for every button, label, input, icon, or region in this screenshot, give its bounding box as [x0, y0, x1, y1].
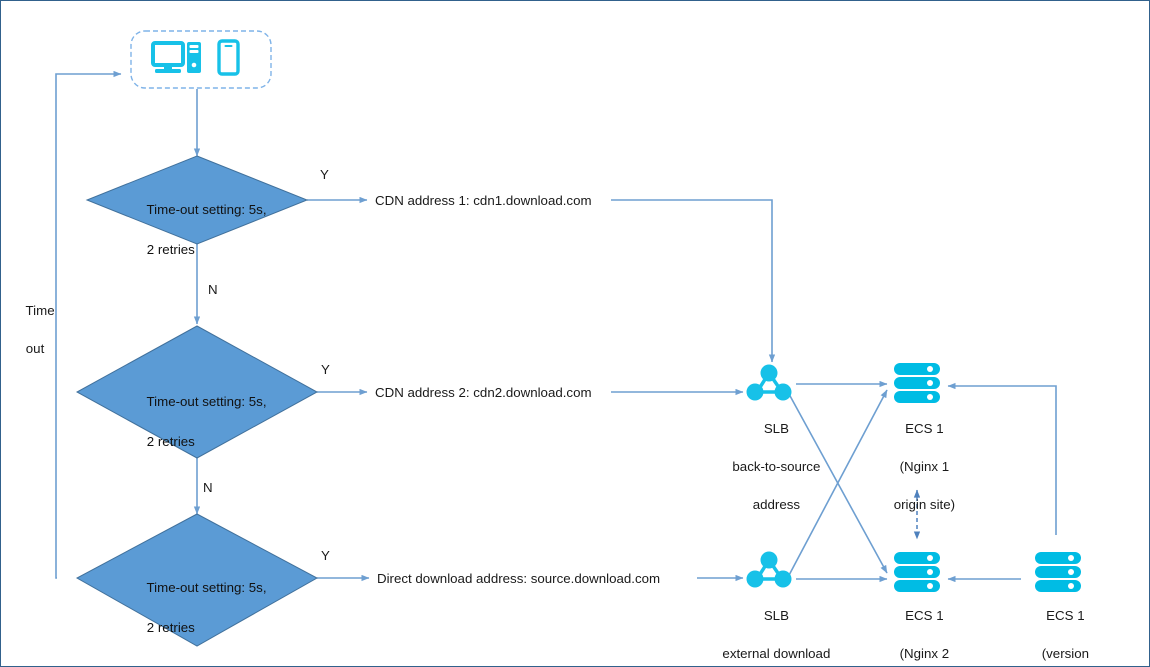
slb-external-download-caption: SLB external download address [689, 587, 849, 666]
decision-1-yes-label: Y [320, 167, 329, 182]
slb-2-line1: SLB [763, 608, 789, 623]
timeout-loop-label-line1: Time [25, 303, 55, 318]
timeout-loop-label: Time out [11, 282, 55, 377]
ecs-nginx-1-caption: ECS 1 (Nginx 1 origin site) [857, 400, 977, 533]
ecs-1-line3: origin site) [893, 497, 956, 512]
decision-1-no-label: N [208, 282, 218, 297]
slb-icon-2 [746, 551, 792, 588]
decision-2-line1: Time-out setting: 5s, [146, 394, 267, 409]
slb-2-line2: external download [722, 646, 831, 661]
direct-download-address-label: Direct download address: source.download… [377, 571, 661, 586]
ecs-1-line1: ECS 1 [905, 421, 944, 436]
decision-2-text: Time-out setting: 5s, 2 retries [132, 372, 312, 472]
timeout-loop-label-line2: out [25, 341, 45, 356]
decision-diamond-3 [75, 513, 319, 647]
desktop-monitor-icon [151, 41, 185, 73]
cdn-address-2-label: CDN address 2: cdn2.download.com [375, 385, 592, 400]
decision-3-yes-label: Y [321, 548, 330, 563]
decision-1-line2: 2 retries [146, 242, 195, 257]
desktop-tower-icon [187, 42, 201, 73]
decision-3-line2: 2 retries [146, 620, 195, 635]
ecs-version-control-caption: ECS 1 (version control) [998, 587, 1118, 666]
slb-1-line1: SLB [763, 421, 789, 436]
decision-1-text: Time-out setting: 5s, 2 retries [132, 180, 312, 280]
ecs-nginx-2-caption: ECS 1 (Nginx 2 origin site) [857, 587, 977, 666]
slb-1-line3: address [752, 497, 801, 512]
cdn-address-1-label: CDN address 1: cdn1.download.com [375, 193, 592, 208]
server-stack-icon-ecs-version [1035, 552, 1081, 592]
decision-2-yes-label: Y [321, 362, 330, 377]
decision-diamond-2 [75, 325, 319, 459]
edge-cdn1-to-slb [611, 199, 776, 363]
ecs-1-line2: (Nginx 1 [899, 459, 950, 474]
ecs-2-line2: (Nginx 2 [899, 646, 950, 661]
slb-icon-1 [746, 364, 792, 401]
edge-version-to-ecs1 [947, 382, 1057, 535]
server-stack-icon-ecs2 [894, 552, 940, 592]
decision-3-line1: Time-out setting: 5s, [146, 580, 267, 595]
ecs-3-line1: ECS 1 [1046, 608, 1085, 623]
server-stack-icon-ecs1 [894, 363, 940, 403]
slb-1-line2: back-to-source [732, 459, 821, 474]
decision-2-no-label: N [203, 480, 213, 495]
slb-back-to-source-caption: SLB back-to-source address [689, 400, 849, 533]
ecs-3-line2: (version [1041, 646, 1090, 661]
mobile-phone-icon [217, 39, 240, 76]
decision-2-line2: 2 retries [146, 434, 195, 449]
edge-timeout-feedback [55, 70, 122, 579]
edge-slb2-to-ecs1 [786, 389, 888, 580]
decision-1-line1: Time-out setting: 5s, [146, 202, 267, 217]
ecs-2-line1: ECS 1 [905, 608, 944, 623]
decision-3-text: Time-out setting: 5s, 2 retries [132, 558, 312, 658]
client-device-icons [151, 39, 240, 76]
decision-diamond-1 [85, 155, 309, 245]
